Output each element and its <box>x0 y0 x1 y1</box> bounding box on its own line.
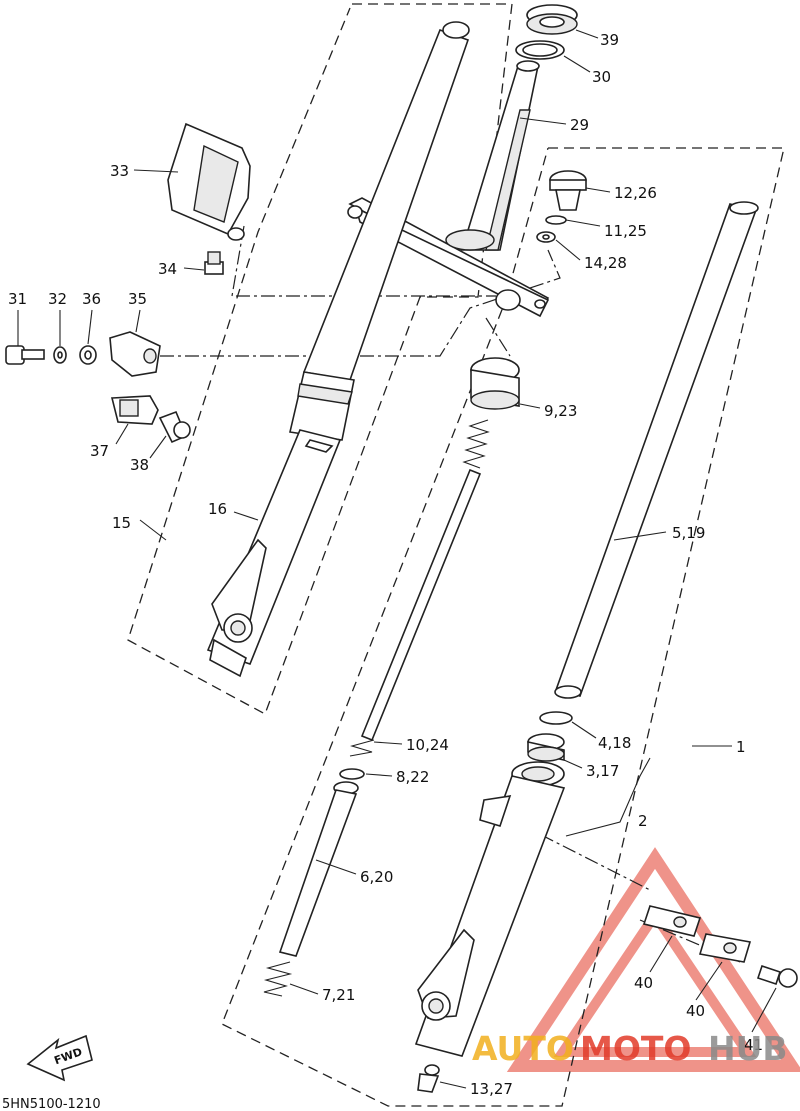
label-14-28: 14,28 <box>584 254 627 272</box>
clip-4 <box>539 711 573 725</box>
label-10-24: 10,24 <box>406 736 449 754</box>
label-6-20: 6,20 <box>360 868 393 886</box>
label-9-23: 9,23 <box>544 402 577 420</box>
svg-text:AUTO: AUTO <box>472 1029 574 1068</box>
assembly-15-boundary <box>127 3 513 715</box>
label-7-21: 7,21 <box>322 986 355 1004</box>
label-38: 38 <box>130 456 149 474</box>
bolt-12 <box>549 170 587 211</box>
label-5-19: 5,19 <box>672 524 705 542</box>
label-40a: 40 <box>634 974 653 992</box>
washer-36 <box>79 345 97 365</box>
label-35: 35 <box>128 290 147 308</box>
label-12-26: 12,26 <box>614 184 657 202</box>
label-1: 1 <box>736 738 746 756</box>
steering-stem-29 <box>460 60 540 251</box>
svg-text:HUB: HUB <box>708 1029 788 1068</box>
bracket-33 <box>167 122 251 241</box>
o-ring-11 <box>545 215 567 225</box>
spring-upper <box>462 419 490 469</box>
nut-39 <box>526 4 578 35</box>
left-fork-16 <box>206 21 470 678</box>
label-16: 16 <box>208 500 227 518</box>
fwd-arrow-icon: FWD <box>26 1034 93 1082</box>
clip-40b <box>698 933 752 963</box>
bolt-34 <box>204 251 224 275</box>
damper-rod <box>360 468 482 742</box>
ring-30 <box>515 40 565 60</box>
washer-14 <box>536 231 556 243</box>
label-15: 15 <box>112 514 131 532</box>
watermark-logo <box>506 847 800 1072</box>
label-41: 41 <box>744 1036 763 1054</box>
clamp-35 <box>109 331 161 377</box>
label-34: 34 <box>158 260 177 278</box>
bolt-13 <box>417 1064 440 1093</box>
outer-tube-2 <box>414 761 566 1057</box>
diagram-code: 5HN5100-1210 <box>2 1097 101 1111</box>
holder-37 <box>110 395 159 425</box>
label-2: 2 <box>638 812 648 830</box>
label-31: 31 <box>8 290 27 308</box>
svg-text:MOTO: MOTO <box>580 1029 691 1068</box>
label-40b: 40 <box>686 1002 705 1020</box>
part-labels: 39 30 29 12,26 11,25 14,28 9,23 5,19 4,1… <box>8 31 763 1098</box>
inner-tube-5 <box>554 201 759 699</box>
watermark-text: AUTO MOTO HUB <box>472 1029 788 1068</box>
label-39: 39 <box>600 31 619 49</box>
ring-8 <box>339 768 365 780</box>
label-11-25: 11,25 <box>604 222 647 240</box>
seal-3 <box>527 733 565 762</box>
label-36: 36 <box>82 290 101 308</box>
label-29: 29 <box>570 116 589 134</box>
label-8-22: 8,22 <box>396 768 429 786</box>
label-30: 30 <box>592 68 611 86</box>
spring-7 <box>263 961 293 997</box>
bolt-41 <box>756 964 798 988</box>
bolt-31 <box>5 345 45 365</box>
washer-32 <box>53 346 67 364</box>
rod-6 <box>278 781 359 957</box>
spring-10 <box>349 739 375 757</box>
label-3-17: 3,17 <box>586 762 619 780</box>
clip-40a <box>642 905 702 937</box>
label-4-18: 4,18 <box>598 734 631 752</box>
bolt-38 <box>158 410 191 444</box>
label-37: 37 <box>90 442 109 460</box>
label-13-27: 13,27 <box>470 1080 513 1098</box>
collar-9 <box>470 357 520 410</box>
label-33: 33 <box>110 162 129 180</box>
leader-lines <box>17 29 777 1089</box>
label-32: 32 <box>48 290 67 308</box>
